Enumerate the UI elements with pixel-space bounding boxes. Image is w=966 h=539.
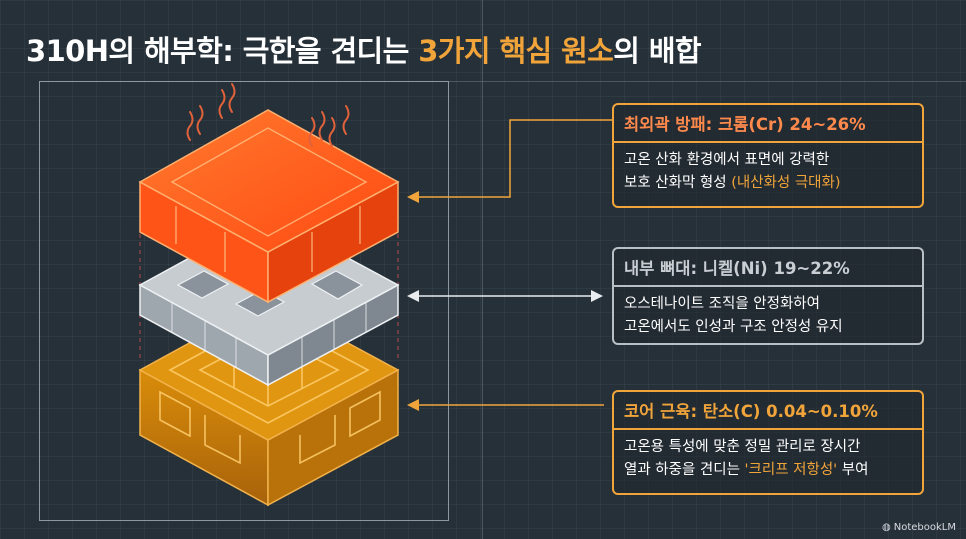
callout-chromium-heading: 최외곽 방패: 크롬(Cr) 24~26%	[614, 105, 922, 143]
title-highlight: 3가지 핵심 원소	[418, 34, 614, 68]
arrow-left-icon	[407, 119, 612, 203]
callout-chromium-line2: 보호 산화막 형성 (내산화성 극대화)	[624, 172, 912, 195]
callout-chromium-line1: 고온 산화 환경에서 표면에 강력한	[624, 152, 830, 168]
callout-chromium-body: 고온 산화 환경에서 표면에 강력한 보호 산화막 형성 (내산화성 극대화)	[614, 143, 922, 203]
callout-chromium-line2-accent: (내산화성 극대화)	[731, 175, 841, 191]
callout-carbon-line2-plain: 열과 하중을 견디는	[624, 462, 745, 478]
callout-carbon-body: 고온용 특성에 맞춘 정밀 관리로 장시간 열과 하중을 견디는 '크리프 저항…	[614, 430, 922, 490]
callout-carbon-line2: 열과 하중을 견디는 '크리프 저항성' 부여	[624, 459, 912, 482]
notebooklm-logo-icon: ◍	[882, 522, 891, 533]
callout-carbon: 코어 근육: 탄소(C) 0.04~0.10% 고온용 특성에 맞춘 정밀 관리…	[612, 390, 924, 495]
callout-nickel: 내부 뼈대: 니켈(Ni) 19~22% 오스테나이트 조직을 안정화하여 고온…	[612, 247, 924, 345]
watermark-text: NotebookLM	[893, 522, 956, 533]
callout-carbon-line2-accent: '크리프 저항성'	[744, 462, 838, 478]
callout-nickel-heading: 내부 뼈대: 니켈(Ni) 19~22%	[614, 249, 922, 287]
title-part1: 310H의 해부학: 극한을 견디는	[26, 34, 419, 68]
callout-nickel-line2: 고온에서도 인성과 구조 안정성 유지	[624, 319, 843, 335]
guide-line-horizontal	[449, 81, 966, 82]
heat-wave-icon	[186, 83, 350, 147]
callout-chromium-line2-plain: 보호 산화막 형성	[624, 175, 732, 191]
callout-carbon-line1: 고온용 특성에 맞춘 정밀 관리로 장시간	[624, 439, 861, 455]
guide-line-vertical	[482, 0, 483, 539]
title-part2: 의 배합	[613, 34, 702, 68]
callout-nickel-body: 오스테나이트 조직을 안정화하여 고온에서도 인성과 구조 안정성 유지	[614, 287, 922, 347]
callout-carbon-heading: 코어 근육: 탄소(C) 0.04~0.10%	[614, 392, 922, 430]
notebooklm-watermark: ◍NotebookLM	[882, 522, 956, 533]
chromium-shield-layer	[138, 109, 400, 304]
callout-nickel-line1: 오스테나이트 조직을 안정화하여	[624, 296, 820, 312]
callout-carbon-line2-tail: 부여	[837, 462, 869, 478]
page-title: 310H의 해부학: 극한을 견디는 3가지 핵심 원소의 배합	[26, 28, 702, 70]
callout-chromium: 최외곽 방패: 크롬(Cr) 24~26% 고온 산화 환경에서 표면에 강력한…	[612, 103, 924, 208]
